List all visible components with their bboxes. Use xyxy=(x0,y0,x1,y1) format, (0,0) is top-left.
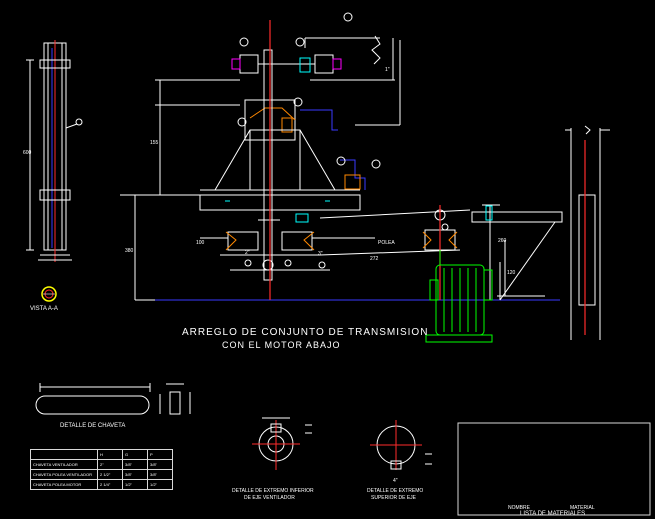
dim-100: 100 xyxy=(196,240,205,246)
ventilador-label-1: DETALLE DE EXTREMO INFERIOR xyxy=(232,488,314,494)
dim-4in: 4" xyxy=(393,478,398,484)
main-title: ARREGLO DE CONJUNTO DE TRANSMISION xyxy=(182,327,429,338)
chaveta-detail xyxy=(35,383,191,415)
nombre-header: NOMBRE xyxy=(508,505,530,511)
side-view xyxy=(26,40,83,262)
table-cell: 1/2" xyxy=(147,479,173,490)
chaveta-label: DETALLE DE CHAVETA xyxy=(60,423,126,429)
dim-3in: 3" xyxy=(318,251,323,257)
materials-title: LISTA DE MATERIALES xyxy=(520,511,586,517)
superior-label-1: DETALLE DE EXTREMO xyxy=(367,488,424,494)
dim-155: 155 xyxy=(150,140,159,146)
table-cell: P xyxy=(147,449,173,460)
dim-380: 380 xyxy=(125,248,134,254)
table-cell: H xyxy=(97,449,123,460)
centerlines xyxy=(269,20,586,335)
dim-260: 260 xyxy=(498,238,507,244)
table-row: CHAVETA POLEA MOTOR 2 1/4" 1/2" 1/2" xyxy=(30,479,173,490)
table-cell: 3/8" xyxy=(122,469,148,480)
table-cell: 3/8" xyxy=(147,469,173,480)
table-cell: 2 1/2" xyxy=(97,469,123,480)
table-row: CHAVETA POLEA VENTILADOR 2 1/2" 3/8" 3/8… xyxy=(30,469,173,480)
materials-frame xyxy=(457,422,651,516)
superior-end-detail xyxy=(370,420,432,470)
ventilador-end-detail xyxy=(252,417,312,470)
table-cell: CHAVETA POLEA VENTILADOR xyxy=(30,469,98,480)
table-cell: 1/2" xyxy=(122,479,148,490)
table-cell: 2 1/4" xyxy=(97,479,123,490)
main-assembly xyxy=(120,12,610,340)
sub-title: CON EL MOTOR ABAJO xyxy=(222,340,341,350)
material-header: MATERIAL xyxy=(570,505,595,511)
dim-2in: 2" xyxy=(245,250,250,256)
dim-1in: 1" xyxy=(385,67,390,73)
table-cell: 3/8" xyxy=(147,459,173,470)
table-cell xyxy=(30,449,98,460)
dim-polea: POLEA xyxy=(378,240,395,246)
table-cell: 3/8" xyxy=(122,459,148,470)
ventilador-label-2: DE EJE VENTILADOR xyxy=(244,495,295,501)
chaveta-table: H G P CHAVETA VENTILADOR 2" 3/8" 3/8" CH… xyxy=(30,449,173,490)
superior-label-2: SUPERIOR DE EJE xyxy=(371,495,417,501)
table-cell: CHAVETA VENTILADOR xyxy=(30,459,98,470)
dim-600: 600 xyxy=(23,150,32,156)
motor xyxy=(425,250,493,343)
table-cell: G xyxy=(122,449,148,460)
vista-label: VISTA A-A xyxy=(30,306,58,312)
table-row: CHAVETA VENTILADOR 2" 3/8" 3/8" xyxy=(30,459,173,470)
table-header: H G P xyxy=(30,449,173,460)
dim-120: 120 xyxy=(507,270,516,276)
table-cell: 2" xyxy=(97,459,123,470)
dim-272: 272 xyxy=(370,256,379,262)
vista-aa xyxy=(41,286,57,302)
table-cell: CHAVETA POLEA MOTOR xyxy=(30,479,98,490)
